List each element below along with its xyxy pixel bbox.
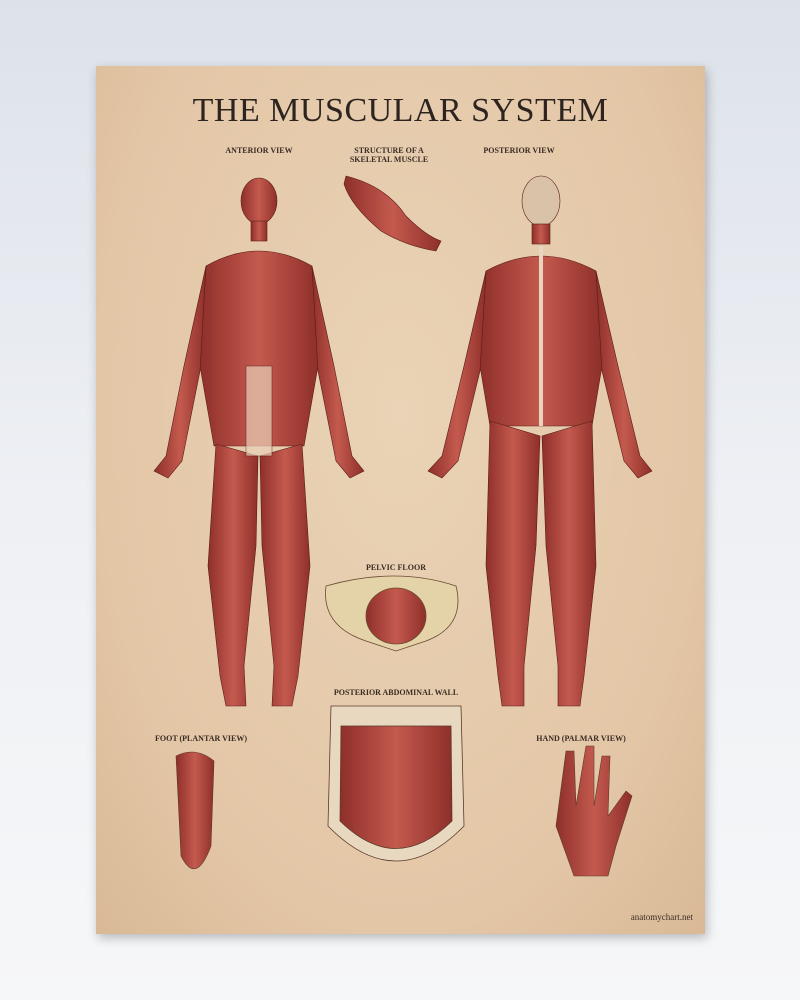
anterior-figure	[153, 177, 365, 707]
pelvic-floor-illustration	[325, 575, 459, 652]
anatomy-poster: THE MUSCULAR SYSTEM ANTERIOR VIEW STRUCT…	[96, 66, 705, 934]
anterior-view-heading: ANTERIOR VIEW	[225, 146, 293, 155]
foot-illustration	[175, 751, 215, 869]
abdominal-wall-heading: POSTERIOR ABDOMINAL WALL	[333, 688, 459, 697]
pelvic-floor-heading: PELVIC FLOOR	[366, 563, 426, 572]
foot-heading: FOOT (PLANTAR VIEW)	[154, 734, 247, 743]
posterior-figure	[427, 175, 653, 707]
poster-title: THE MUSCULAR SYSTEM	[192, 92, 609, 129]
posterior-view-heading: POSTERIOR VIEW	[483, 146, 555, 155]
anatomy-illustrations	[153, 175, 653, 877]
website-credit: anatomychart.net	[630, 912, 693, 922]
structure-heading: STRUCTURE OF A SKELETAL MUSCLE	[349, 146, 429, 164]
hand-illustration	[555, 745, 633, 877]
hand-heading: HAND (PALMAR VIEW)	[536, 734, 626, 743]
abdominal-wall-illustration	[327, 705, 465, 862]
skeletal-muscle-illustration	[343, 175, 442, 252]
